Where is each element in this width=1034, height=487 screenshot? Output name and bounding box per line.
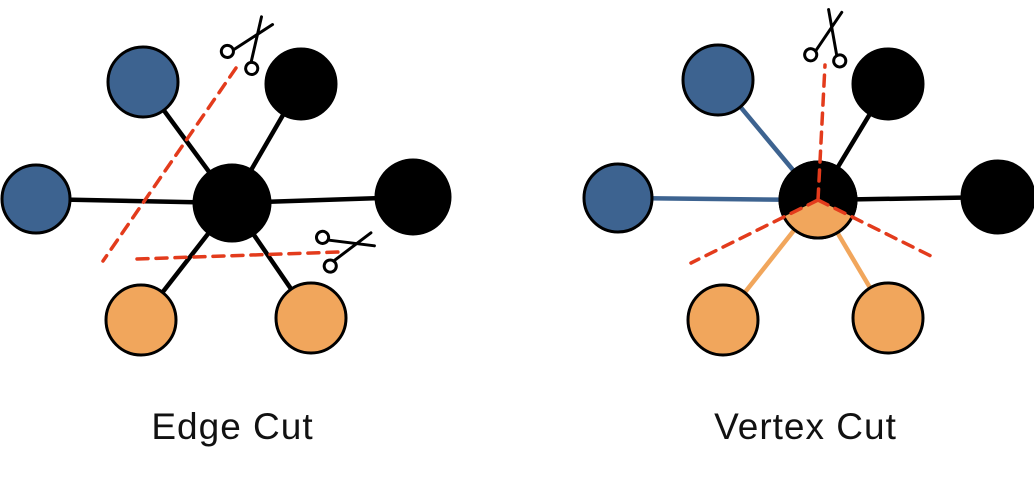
vertex-cut-graph: [582, 8, 1034, 357]
cut-line: [816, 198, 937, 260]
scissors-icon: [803, 8, 848, 69]
cut-line: [101, 66, 238, 263]
graph-node-blue-leaf: [681, 43, 755, 117]
scissors-icon: [219, 15, 275, 77]
graph-node-orange-leaf: [686, 283, 760, 357]
graph-node-black-leaf: [264, 47, 338, 121]
edge-cut-panel: Edge Cut: [0, 0, 465, 448]
vertex-cut-label: Vertex Cut: [714, 406, 897, 447]
graph-node-blue-leaf: [0, 163, 72, 235]
graph-node-orange-leaf: [104, 283, 178, 357]
graph-node-blue-leaf: [582, 162, 654, 234]
scissors-icon: [314, 229, 376, 274]
vertex-cut-panel: Vertex Cut: [573, 0, 1034, 448]
graph-node-black-center: [192, 163, 272, 243]
edge-cut-label: Edge Cut: [151, 406, 314, 447]
cut-line: [816, 63, 827, 202]
graph-node-orange-leaf: [851, 281, 925, 355]
cut-line: [689, 198, 820, 265]
graph-node-blue-leaf: [106, 45, 180, 119]
split-vertex-outline: [778, 160, 858, 240]
graph-node-black-leaf: [374, 158, 452, 236]
graph-node-orange-leaf: [274, 281, 348, 355]
edge-cut-graph: [0, 15, 452, 357]
cut-line: [135, 250, 341, 261]
graph-node-black-leaf: [960, 159, 1034, 235]
graph-node-black-leaf: [851, 47, 925, 121]
